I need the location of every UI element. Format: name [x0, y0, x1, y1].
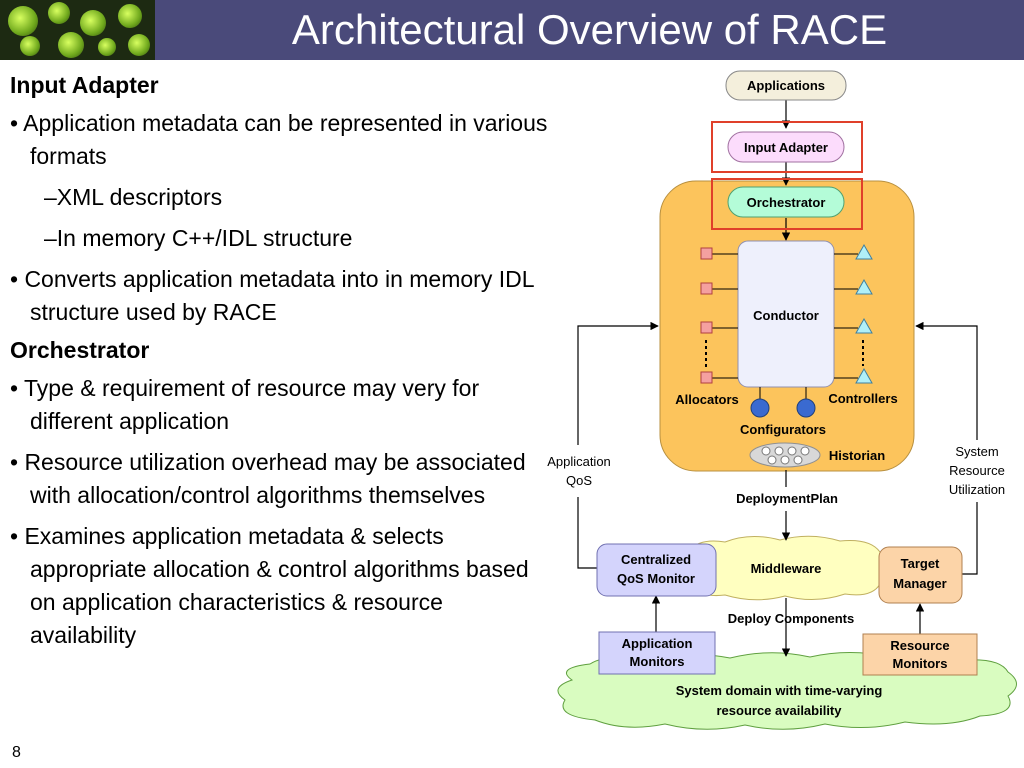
controller-components [834, 243, 873, 384]
applications-label: Applications [747, 78, 825, 93]
target-manager-label-1: Target [901, 556, 940, 571]
historian-component [749, 442, 821, 468]
slide-title: Architectural Overview of RACE [291, 6, 888, 53]
qos-monitor-node [596, 543, 717, 597]
system-resource-label-1: System [955, 444, 998, 459]
qos-monitor-label-1: Centralized [621, 552, 691, 567]
input-adapter-node [727, 131, 845, 163]
application-monitors-label-2: Monitors [630, 654, 685, 669]
system-domain-label-1: System domain with time-varying [676, 683, 883, 698]
target-manager-label-2: Manager [893, 576, 946, 591]
application-monitors-label-1: Application [622, 636, 693, 651]
configurators-label: Configurators [740, 422, 826, 437]
resource-monitors-label-2: Monitors [893, 656, 948, 671]
orchestrator-node [727, 186, 845, 218]
application-qos-label-2: QoS [566, 473, 592, 488]
system-resource-label-3: Utilization [949, 482, 1005, 497]
input-adapter-highlight [711, 121, 863, 173]
deployment-plan-label: DeploymentPlan [736, 491, 838, 506]
bullet-converts-metadata: • Converts application metadata into in … [10, 266, 534, 325]
heading-orchestrator: Orchestrator [10, 337, 150, 363]
orchestrator-label: Orchestrator [747, 195, 826, 210]
system-domain-label-2: resource availability [716, 703, 842, 718]
system-resource-utilization-box [932, 440, 1020, 502]
resource-monitors-node [862, 633, 978, 676]
applications-node [725, 70, 847, 101]
slide-number: 8 [12, 744, 21, 761]
allocators-label: Allocators [675, 392, 739, 407]
bullet-examines-metadata: • Examines application metadata & select… [10, 523, 529, 648]
orchestrator-highlight [711, 178, 863, 230]
title-bar: Architectural Overview of RACE [0, 0, 1024, 60]
allocator-components [700, 247, 738, 384]
sub-bullet-idl: –In memory C++/IDL structure [44, 225, 353, 251]
title-decoration-image [0, 0, 155, 60]
heading-input-adapter: Input Adapter [10, 72, 159, 98]
input-adapter-label: Input Adapter [744, 140, 828, 155]
middleware-label: Middleware [751, 561, 822, 576]
text-column: Input Adapter • Application metadata can… [10, 70, 555, 660]
qos-monitor-label-2: QoS Monitor [617, 571, 695, 586]
system-resource-label-2: Resource [949, 463, 1005, 478]
deployment-plan-box [718, 487, 856, 511]
sub-bullet-xml: –XML descriptors [44, 184, 223, 210]
bullet-utilization-overhead: • Resource utilization overhead may be a… [10, 449, 526, 508]
target-manager-node [878, 546, 963, 604]
application-monitors-node [598, 631, 716, 675]
resource-monitors-label-1: Resource [890, 638, 949, 653]
bullet-metadata-formats: • Application metadata can be represente… [10, 110, 548, 169]
deploy-components-label: Deploy Components [728, 611, 854, 626]
historian-label: Historian [829, 448, 885, 463]
bullet-resource-type: • Type & requirement of resource may ver… [10, 375, 480, 434]
conductor-node [737, 240, 835, 388]
application-qos-box [530, 445, 628, 497]
application-qos-label-1: Application [547, 454, 611, 469]
configurator-components [750, 387, 816, 418]
conductor-label: Conductor [753, 308, 819, 323]
controllers-label: Controllers [828, 391, 897, 406]
